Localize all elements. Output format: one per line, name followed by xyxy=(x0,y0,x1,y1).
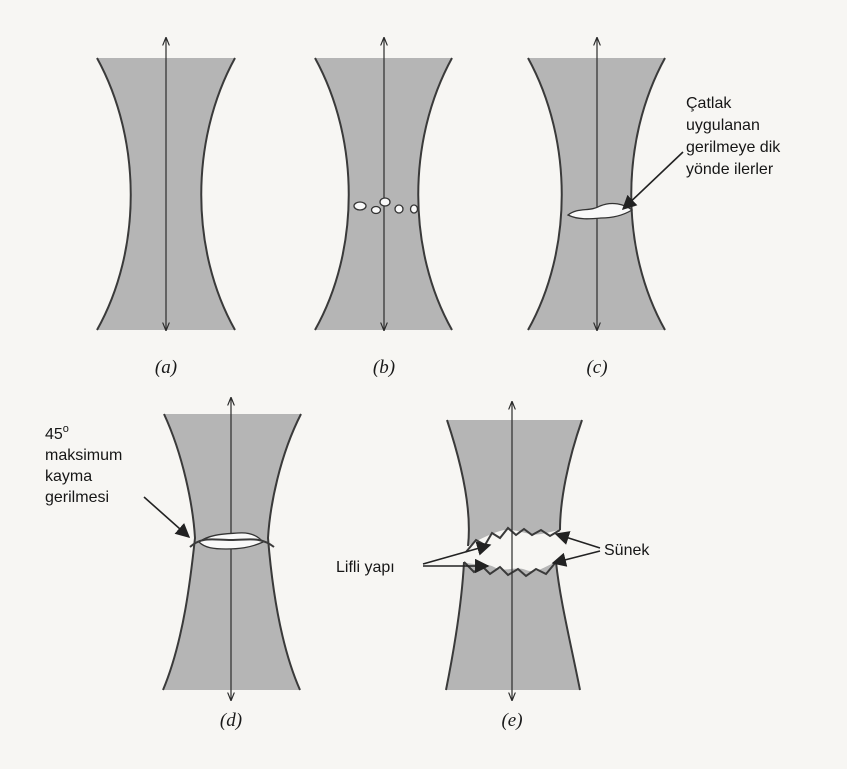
fibrous-note: Lifli yapı xyxy=(336,559,395,576)
upper-fracture-half xyxy=(447,420,582,546)
panel-label-b: (b) xyxy=(373,357,395,378)
crack-note: Çatlak uygulanan gerilmeye dik yönde ile… xyxy=(686,95,785,178)
leader-arrow-ductile-1 xyxy=(556,534,600,548)
lower-fracture-half xyxy=(446,562,580,690)
specimen-a xyxy=(97,38,235,330)
panel-label-a: (a) xyxy=(155,357,177,378)
panel-label-d: (d) xyxy=(220,710,242,731)
shear-note: 45o maksimum kayma gerilmesi xyxy=(45,419,127,506)
leader-arrow-fibrous-1 xyxy=(423,545,490,564)
panel-label-c: (c) xyxy=(586,357,607,378)
leader-arrow-shear xyxy=(144,497,189,537)
ductile-note: Sünek xyxy=(604,542,650,559)
leader-arrow-ductile-2 xyxy=(553,551,600,563)
specimen-b xyxy=(315,38,452,330)
specimen-d xyxy=(163,398,301,700)
panel-label-e: (e) xyxy=(501,710,522,731)
specimen-c xyxy=(528,38,665,330)
